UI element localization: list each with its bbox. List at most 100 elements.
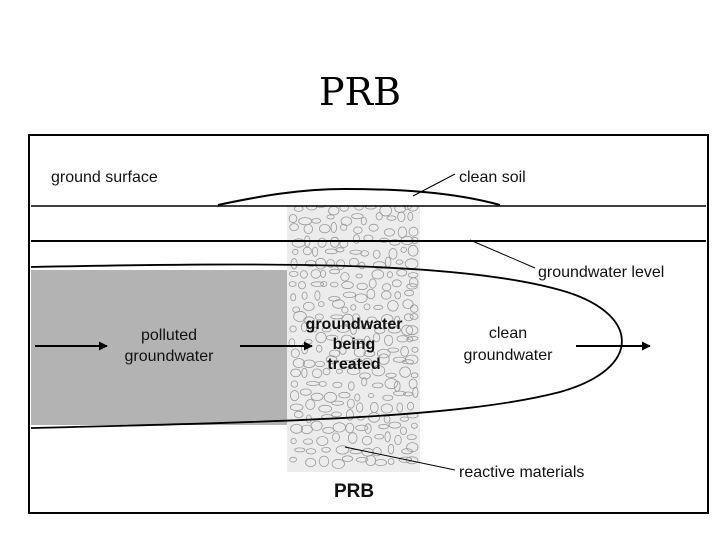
pebble [340,223,348,231]
pebble [367,412,381,423]
pebble [387,458,395,465]
pebble [310,326,318,333]
pebble [320,281,328,287]
pebble [382,394,394,401]
pebble [314,290,321,301]
pebble [372,447,382,457]
pebble [345,422,355,434]
clean-soil-leader [412,173,456,197]
pebble [374,459,387,467]
ground-surface-label: ground surface [51,169,158,186]
pebble [396,269,408,277]
pebble [341,313,354,326]
pebble [317,301,325,308]
pebble [353,226,363,234]
pebble [368,223,379,232]
pebble [354,393,361,402]
pebble [410,372,419,379]
pebble [361,435,373,446]
pebble [378,423,389,430]
pebble [366,288,376,300]
pebble [302,246,312,256]
pebble [399,426,407,435]
pebble [387,300,399,312]
pebble [311,246,319,257]
pebble [310,392,324,401]
pebble [352,234,360,244]
pebble [374,327,386,334]
pebble [329,268,341,275]
pebble [407,211,414,222]
reactive-materials-label: reactive materials [459,464,584,481]
pebble [376,348,391,359]
pebble [346,367,361,376]
pebble [331,400,345,406]
pebble [325,334,339,341]
pebble [310,420,323,431]
pebble [387,443,395,455]
pebble [320,269,327,278]
polluted-label-line2: groundwater [125,348,215,365]
pebble [326,214,335,220]
pebble [398,456,412,463]
pebble [329,349,341,358]
pebble [363,303,371,311]
pebble [351,313,361,324]
pebble [360,216,367,226]
pebble [290,293,297,302]
polluted-plume [31,270,287,425]
pebble [342,291,357,298]
pebble [290,348,300,358]
pebble [401,324,414,336]
pebble [311,368,323,379]
pebble [326,259,335,268]
pebble [310,281,325,287]
pebble [332,381,343,388]
pebble [288,270,299,277]
pebble [345,409,354,421]
pebble [411,346,419,353]
pebble [292,248,299,255]
pebble [377,353,390,365]
pebble [412,386,419,398]
pebble [321,326,332,333]
pebble [305,457,317,468]
pebble [405,354,419,365]
pebble [288,338,296,348]
pebble [383,228,395,237]
clean-label-line1: clean [489,325,527,342]
pebble [331,458,345,469]
pebble [293,410,304,419]
pebble [299,270,308,279]
pebble [340,360,354,368]
pebble [407,335,419,341]
pebble [365,454,377,466]
pebble [394,291,402,300]
pebble [321,446,331,453]
pebble [288,281,297,287]
diagram-frame [28,134,709,514]
pebble [290,437,297,445]
pebble [336,325,351,333]
pebble [363,350,376,358]
pebble [290,423,304,434]
pebble [372,333,381,343]
pebble [341,306,349,314]
pebble [372,382,384,389]
pebble [396,402,404,413]
pebble [318,380,327,387]
pebble [335,368,343,374]
pebble [362,357,373,366]
pebble [289,390,300,402]
pebble [383,334,394,346]
pebble [290,368,302,378]
pebble [399,366,411,378]
pebble [346,398,355,409]
pebble [330,236,340,248]
pebble [303,316,315,324]
pebble [289,223,299,232]
pebble [406,401,414,411]
treated-label-line3: treated [327,356,380,373]
pebble [331,411,342,418]
